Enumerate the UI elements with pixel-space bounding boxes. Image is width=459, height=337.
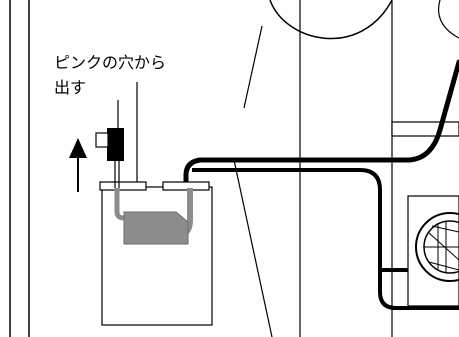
panel-slant-line-1 — [243, 25, 263, 109]
unit-box — [101, 186, 213, 326]
panel-slant-line-2 — [233, 159, 273, 337]
fan-housing — [407, 195, 459, 307]
grommet-plate-left — [99, 181, 147, 191]
fan-blades — [424, 222, 459, 272]
fan-outer-ring — [415, 212, 459, 282]
round-opening-arc — [269, 0, 393, 40]
black-cable — [183, 59, 459, 189]
lower-cable — [192, 168, 459, 310]
gray-tube — [114, 188, 125, 221]
instruction-line-1: ピンクの穴から — [54, 53, 167, 72]
up-arrow-head — [69, 138, 87, 158]
right-top-arc — [438, 0, 459, 39]
plug-tab — [95, 132, 109, 148]
instruction-line-2: 出す — [54, 78, 87, 97]
grommet-plate-right — [162, 181, 210, 191]
gray-connector-block — [123, 211, 189, 245]
instruction-label: ピンクの穴から 出す — [54, 50, 224, 100]
cable-clip-strip — [391, 121, 459, 137]
black-plug — [107, 128, 124, 161]
